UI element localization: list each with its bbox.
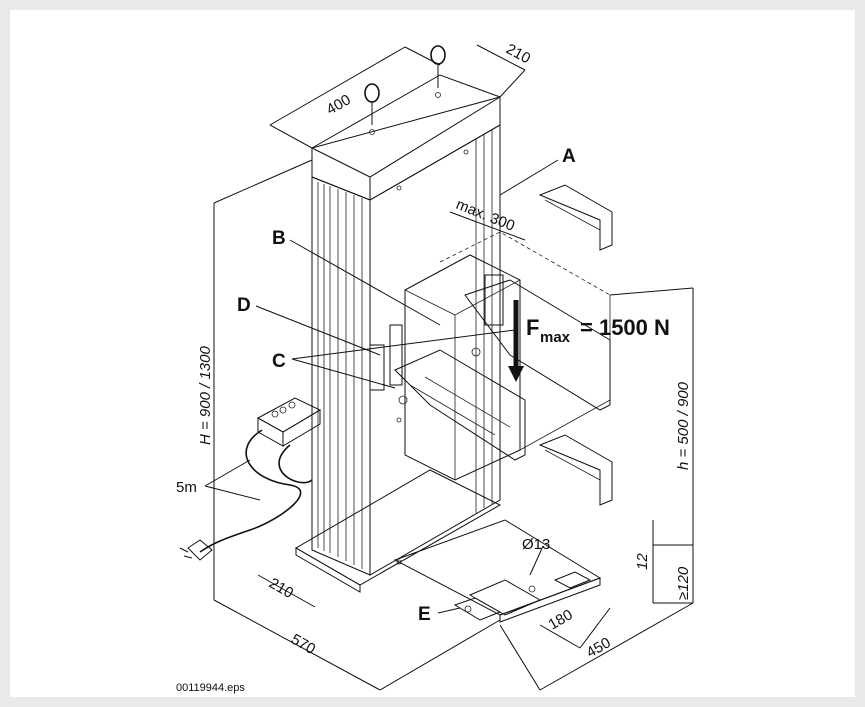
base-plate	[295, 469, 602, 623]
label-d: D	[237, 295, 251, 316]
carriage	[369, 231, 611, 481]
label-b: B	[272, 228, 286, 249]
force-subscript: max	[540, 329, 571, 346]
force-prefix: F	[526, 315, 539, 340]
dim-top-width: 400	[324, 91, 354, 118]
force-label: F max = 1500 N	[526, 315, 670, 346]
dim-offset: 12	[634, 553, 651, 570]
dim-max-reach: max. 300	[454, 196, 518, 235]
dim-base-left: 210	[266, 575, 296, 602]
dimension-lines	[204, 44, 694, 691]
dim-stroke: h = 500 / 900	[675, 381, 692, 470]
dim-hole: Ø13	[522, 536, 550, 553]
control-pendant	[179, 397, 322, 561]
dim-cable: 5m	[176, 479, 197, 496]
file-name: 00119944.eps	[176, 682, 245, 694]
dim-foot-width: 180	[546, 606, 576, 633]
force-arrow	[508, 300, 524, 382]
label-e: E	[418, 604, 431, 625]
dim-base-depth: 450	[584, 634, 614, 661]
rails	[538, 184, 613, 506]
label-c: C	[272, 351, 286, 372]
dim-min-gap: ≥120	[675, 566, 692, 600]
force-value: = 1500 N	[580, 315, 670, 340]
dim-height-total: H = 900 / 1300	[197, 346, 214, 445]
column-body	[310, 45, 501, 576]
label-a: A	[562, 146, 576, 167]
dim-top-depth: 210	[503, 41, 533, 68]
